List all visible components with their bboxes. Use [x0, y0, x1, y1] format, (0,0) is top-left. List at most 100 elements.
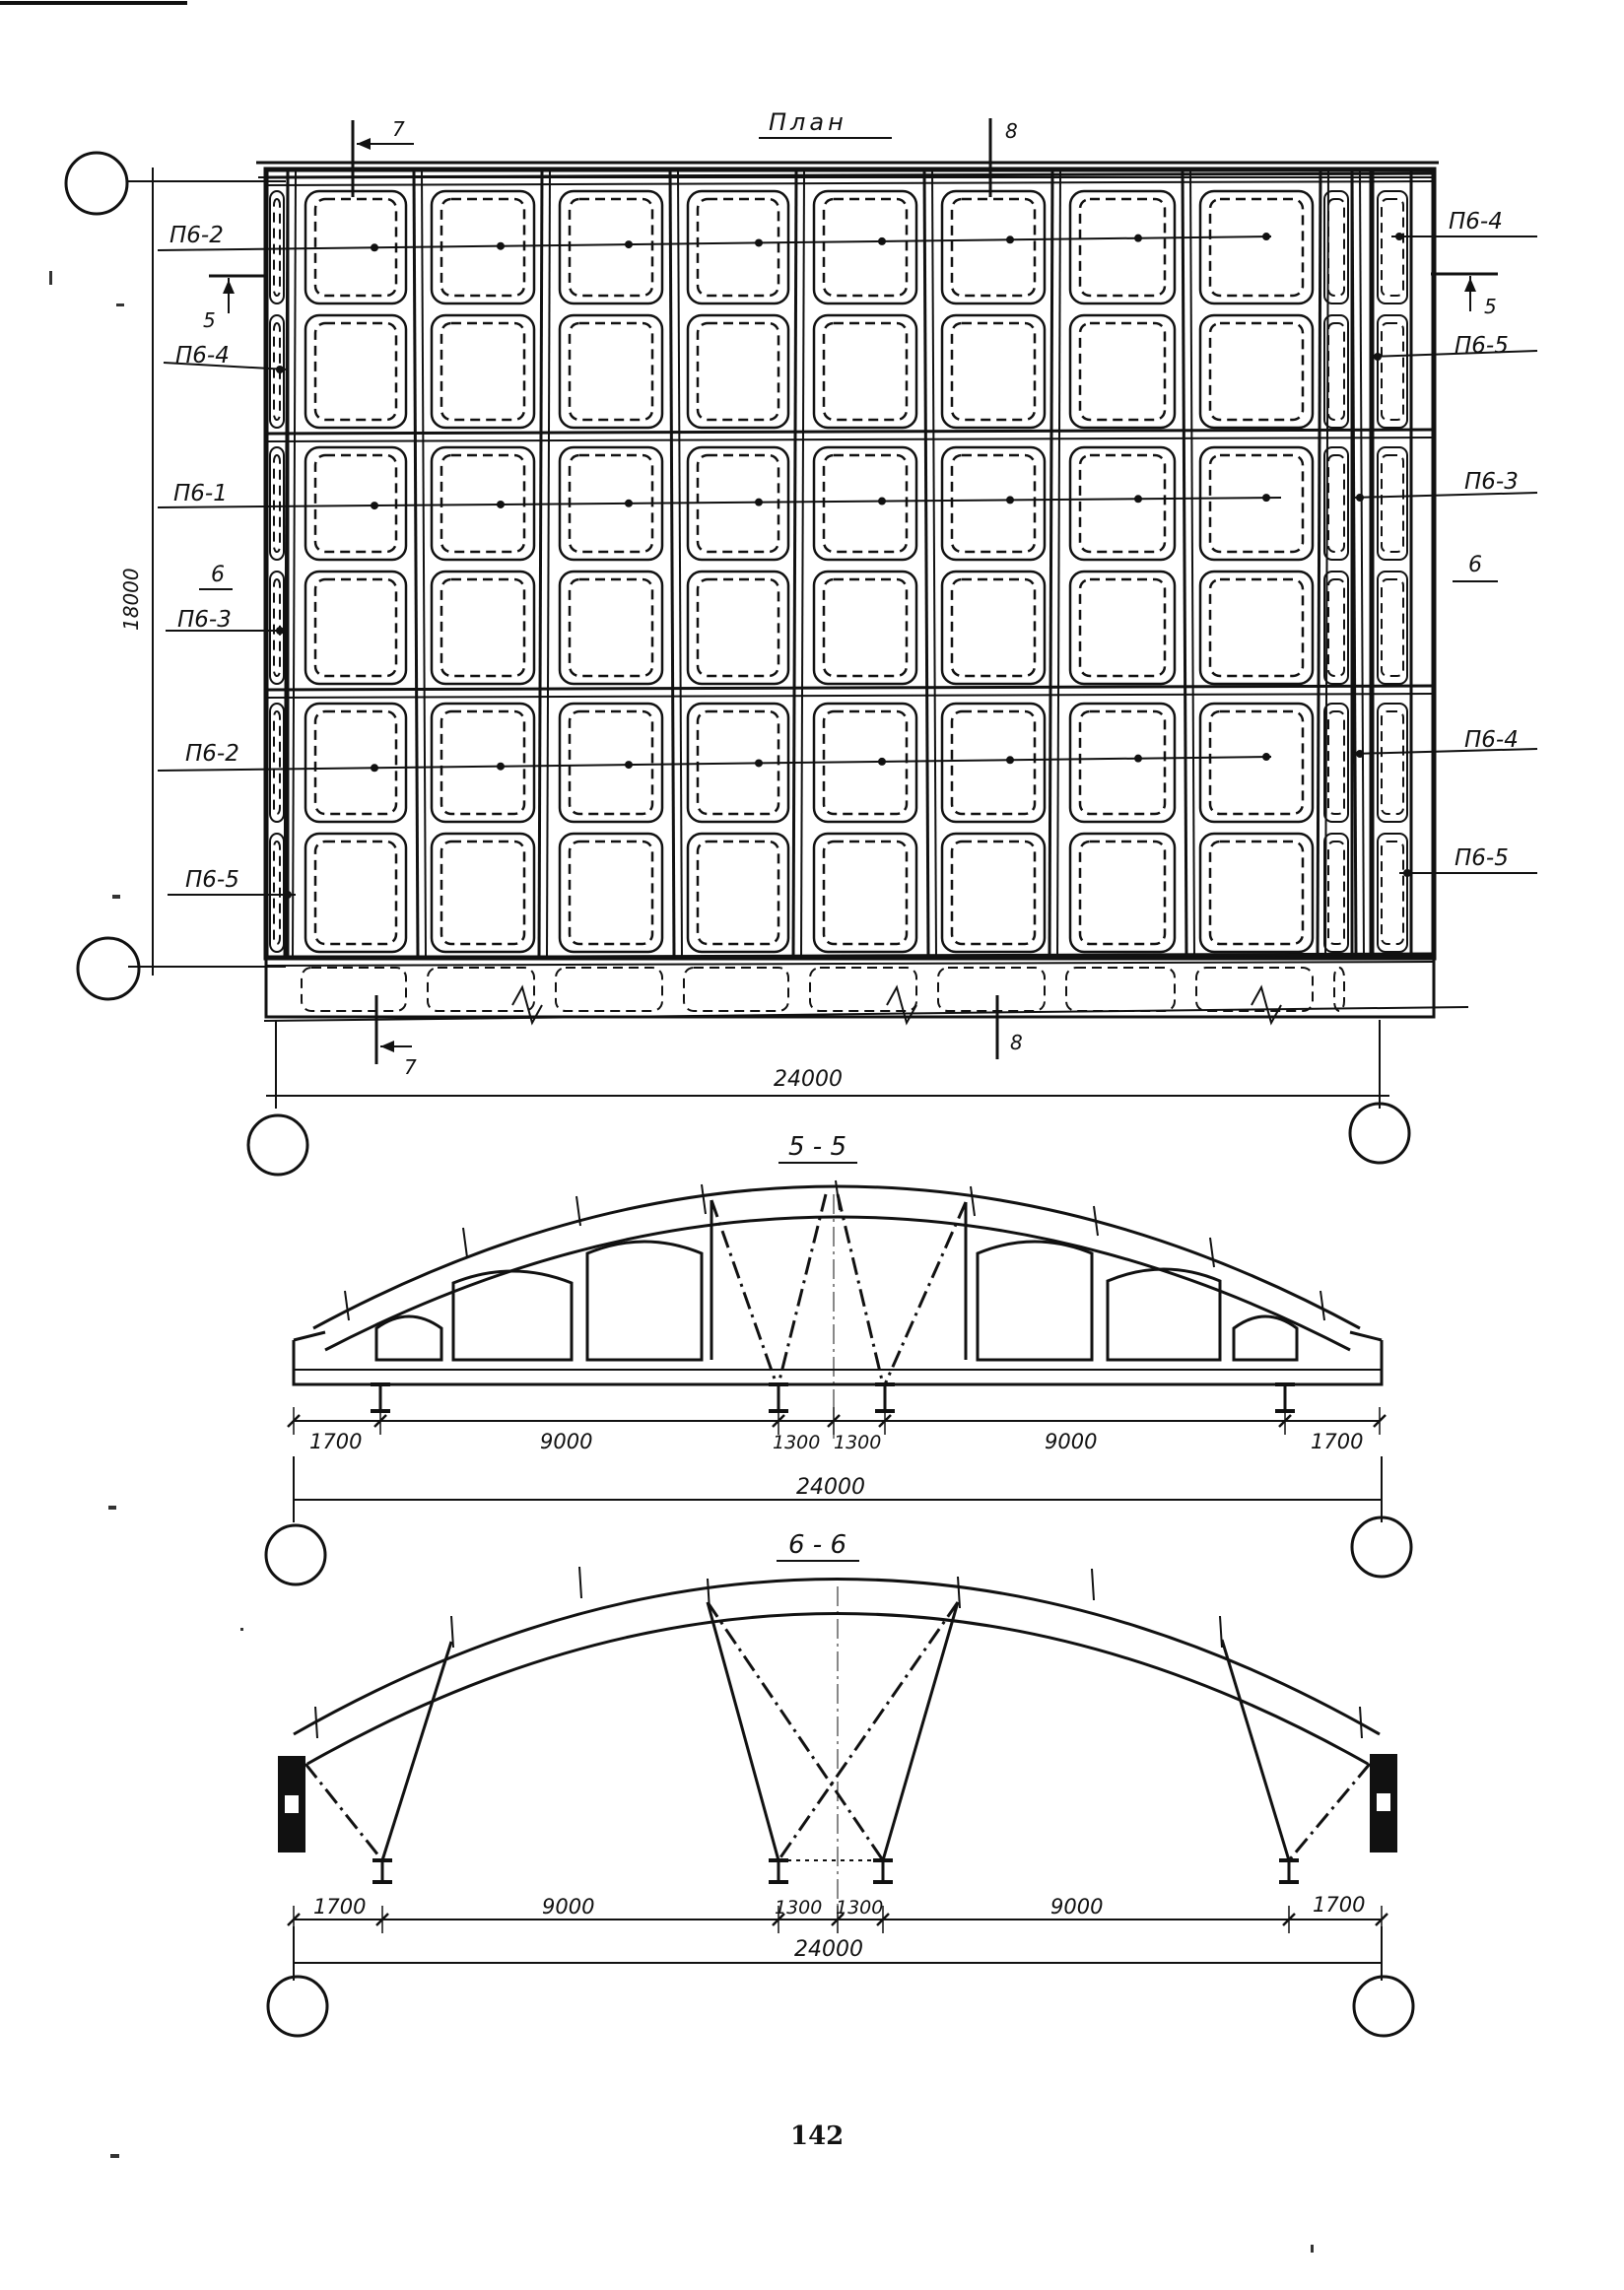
- dim-label: 1700: [1311, 1430, 1363, 1453]
- section-5-title: 5 - 5: [788, 1132, 846, 1162]
- plan-bottom-strip: [263, 967, 1469, 1026]
- plan-panel-grid: [265, 168, 1435, 967]
- panel-cell-inner: [822, 840, 909, 946]
- panel-seam: [265, 437, 1435, 442]
- leader-dot: [625, 499, 633, 507]
- leader-dot: [755, 238, 763, 247]
- plan-outline: [263, 167, 1437, 961]
- section-6-total: 24000: [794, 1937, 863, 1962]
- panel-joint: [575, 1195, 581, 1227]
- panel-cell: [940, 832, 1047, 954]
- bottom-cell: [301, 967, 407, 1012]
- edge-panel: [1377, 190, 1408, 304]
- panel-label: П6-5: [185, 867, 239, 893]
- panel-cell: [430, 313, 536, 430]
- panel-cell-inner: [313, 321, 398, 422]
- dim-label: 1700: [313, 1895, 366, 1919]
- section-6-title: 6 - 6: [788, 1530, 846, 1560]
- panel-label: П6-2: [185, 741, 239, 767]
- leader-dot: [276, 627, 284, 635]
- panel-cell: [1068, 313, 1177, 430]
- panel-cell: [812, 445, 918, 562]
- panel-cell-inner: [440, 321, 526, 422]
- panel-cell-inner: [568, 709, 654, 816]
- panel-cell-inner: [1208, 197, 1305, 298]
- edge-panel-inner: [273, 710, 281, 815]
- panel-cell: [1068, 702, 1177, 824]
- cut-mark-5-left: 5: [203, 274, 264, 332]
- panel-cell-inner: [313, 709, 398, 816]
- svg-text:6: 6: [1468, 553, 1482, 577]
- panel-rib: [922, 168, 930, 959]
- panel-cell: [304, 832, 408, 954]
- plan-title: План: [769, 108, 847, 136]
- leader-dot: [497, 500, 505, 508]
- panel-rib: [1056, 168, 1061, 959]
- panel-rib: [546, 168, 551, 959]
- panel-cell-inner: [696, 453, 780, 554]
- bottom-cell: [1195, 967, 1314, 1012]
- leader-line: [157, 497, 1282, 508]
- leader-dot: [1006, 496, 1014, 505]
- section-5-5: 5 - 5 1700 9000 1300 1300 9000 1700: [264, 1132, 1413, 1586]
- panel-rib: [292, 168, 297, 959]
- panel-label: П6-4: [175, 343, 230, 369]
- leader-dot: [1134, 495, 1142, 504]
- dim-label: 1300: [773, 1432, 820, 1453]
- leader-dot: [276, 366, 284, 373]
- leader-dot: [1356, 750, 1364, 758]
- leader-dot: [1006, 756, 1014, 765]
- panel-cell: [1068, 832, 1177, 954]
- axis-bubble-bottom-left: [76, 936, 141, 1001]
- dim-label: 9000: [1050, 1895, 1103, 1919]
- panel-cell-inner: [822, 577, 909, 678]
- svg-text:8: 8: [1010, 1031, 1023, 1054]
- panel-cell: [430, 832, 536, 954]
- dim-label: 9000: [1045, 1430, 1097, 1453]
- bottom-cell: [555, 967, 663, 1012]
- panel-rib: [677, 168, 683, 959]
- panel-cell-inner: [313, 453, 398, 554]
- leader-dot: [878, 497, 886, 505]
- panel-cell: [1198, 702, 1315, 824]
- panel-cell: [1198, 832, 1315, 954]
- section-6-ties: [304, 1586, 1372, 1921]
- panel-label: П6-2: [169, 223, 224, 248]
- panel-cell-inner: [1208, 453, 1305, 554]
- leader-dot: [1395, 233, 1403, 240]
- bottom-cell: [683, 967, 789, 1012]
- edge-panel-inner: [273, 841, 281, 945]
- panel-cell-inner: [950, 577, 1037, 678]
- dim-label: 9000: [542, 1895, 594, 1919]
- panel-joint: [1091, 1568, 1095, 1601]
- cut-mark-6-right: 6: [1453, 553, 1498, 582]
- svg-text:5: 5: [203, 308, 216, 332]
- panel-label: П6-4: [1449, 209, 1503, 235]
- dim-label: 1300: [834, 1432, 881, 1453]
- plan-bottom-line: [263, 1006, 1469, 1022]
- leader-dot: [1134, 754, 1142, 763]
- leader-dot: [1262, 494, 1270, 503]
- leader-line: [157, 756, 1272, 772]
- panel-cell: [686, 189, 790, 305]
- leader-line: [163, 362, 289, 370]
- cut-mark-7-top: 7: [351, 117, 414, 197]
- panel-cell: [430, 570, 536, 686]
- edge-panel: [1377, 833, 1408, 953]
- leader-dot: [371, 502, 378, 510]
- panel-cell-inner: [822, 197, 909, 298]
- panel-cell-inner: [1078, 840, 1167, 946]
- panel-cell-inner: [1078, 709, 1167, 816]
- edge-panel: [269, 314, 285, 429]
- leader-dot: [1262, 233, 1270, 241]
- panel-rib: [1350, 168, 1358, 959]
- leader-dot: [625, 761, 633, 770]
- panel-rib: [283, 168, 290, 959]
- edge-panel: [1323, 833, 1349, 953]
- panel-label: П6-3: [1464, 469, 1519, 495]
- section-6-joints: [314, 1566, 1363, 1739]
- section-5-details: [344, 1179, 1325, 1413]
- panel-seam: [265, 171, 1435, 179]
- panel-rib: [1359, 168, 1365, 959]
- panel-cell-inner: [568, 197, 654, 298]
